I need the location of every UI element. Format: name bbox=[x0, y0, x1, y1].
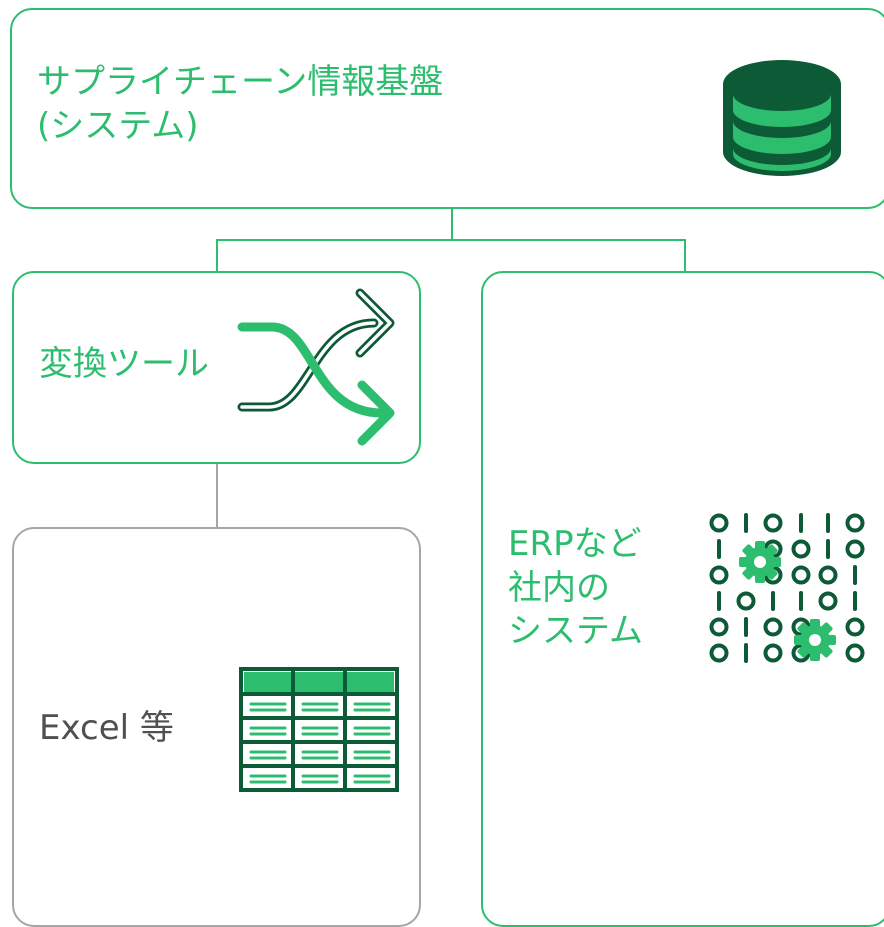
erp-label-line2: 社内の bbox=[508, 567, 610, 608]
conversion-tool-label: 変換ツール bbox=[39, 344, 209, 384]
database-icon bbox=[723, 60, 841, 176]
platform-title: サプライチェーン情報基盤 (システム) bbox=[37, 61, 443, 148]
connector-horizontal bbox=[216, 239, 686, 241]
spreadsheet-icon bbox=[239, 667, 399, 792]
excel-box: Excel 等 bbox=[12, 527, 421, 927]
connector-to-erp bbox=[684, 239, 686, 272]
connector-platform-down bbox=[451, 209, 453, 240]
conversion-tool-box: 変換ツール bbox=[12, 271, 421, 464]
shuffle-arrows-icon bbox=[237, 288, 395, 446]
platform-title-line2: (システム) bbox=[37, 105, 199, 146]
supply-chain-platform-box: サプライチェーン情報基盤 (システム) bbox=[10, 8, 884, 209]
connector-to-tool bbox=[216, 239, 218, 272]
erp-label-line1: ERPなど bbox=[508, 524, 642, 564]
platform-title-line1: サプライチェーン情報基盤 bbox=[37, 62, 444, 102]
connector-tool-to-excel bbox=[216, 464, 218, 528]
excel-label: Excel 等 bbox=[39, 708, 174, 748]
erp-label: ERPなど 社内の システム bbox=[508, 523, 643, 654]
erp-systems-box: ERPなど 社内の システム bbox=[481, 271, 884, 927]
binary-gears-icon bbox=[709, 513, 865, 663]
erp-label-line3: システム bbox=[508, 611, 643, 652]
